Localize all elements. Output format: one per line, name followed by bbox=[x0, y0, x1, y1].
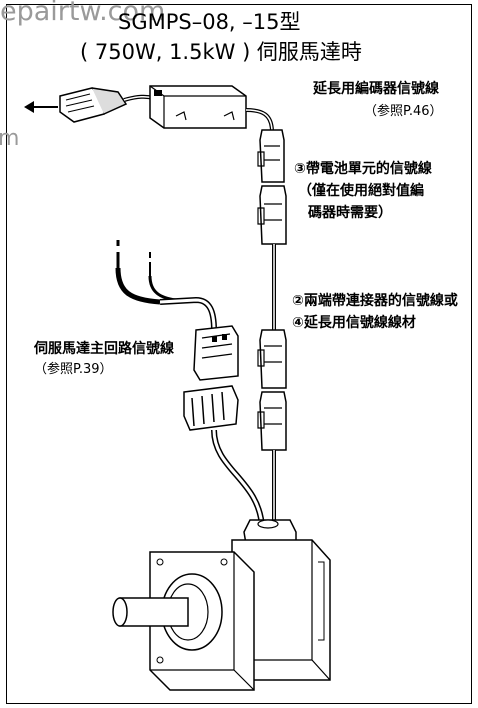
figure-frame bbox=[6, 4, 472, 704]
main-circuit-connector-icon bbox=[183, 325, 239, 431]
label-encoder-ref: （参照P.46） bbox=[364, 104, 443, 119]
watermark-text: epairtw.com bbox=[0, 0, 166, 27]
label-connector-cable-line2: ④延長用信號線線材 bbox=[292, 315, 416, 331]
label-main-circuit-ref: （参照P.39） bbox=[34, 362, 113, 377]
power-wires-icon bbox=[115, 240, 217, 331]
label-encoder-cable: 延長用編碼器信號線 bbox=[313, 81, 439, 97]
label-connector-cable-line1: ②兩端帶連接器的信號線或 bbox=[292, 293, 458, 309]
title-line-2: ( 750W, 1.5kW ) 伺服馬達時 bbox=[80, 40, 362, 64]
extension-connector-icon bbox=[257, 329, 287, 451]
amplifier-connector-icon bbox=[59, 87, 128, 123]
encoder-cable-box-icon bbox=[149, 85, 247, 129]
battery-connector-icon bbox=[257, 129, 287, 245]
label-battery-cable-line3: 碼器時需要） bbox=[308, 205, 392, 221]
label-main-circuit-cable: 伺服馬達主回路信號線 bbox=[34, 341, 174, 357]
label-battery-cable-line1: ③帶電池單元的信號線 bbox=[294, 161, 432, 177]
direction-arrow-icon bbox=[24, 101, 58, 113]
label-battery-cable-line2: （僅在使用絕對值編 bbox=[298, 183, 424, 199]
title-line-1: SGMPS–08, –15型 bbox=[118, 10, 301, 34]
watermark-fragment: m bbox=[0, 126, 20, 151]
servo-motor-icon bbox=[112, 519, 331, 691]
